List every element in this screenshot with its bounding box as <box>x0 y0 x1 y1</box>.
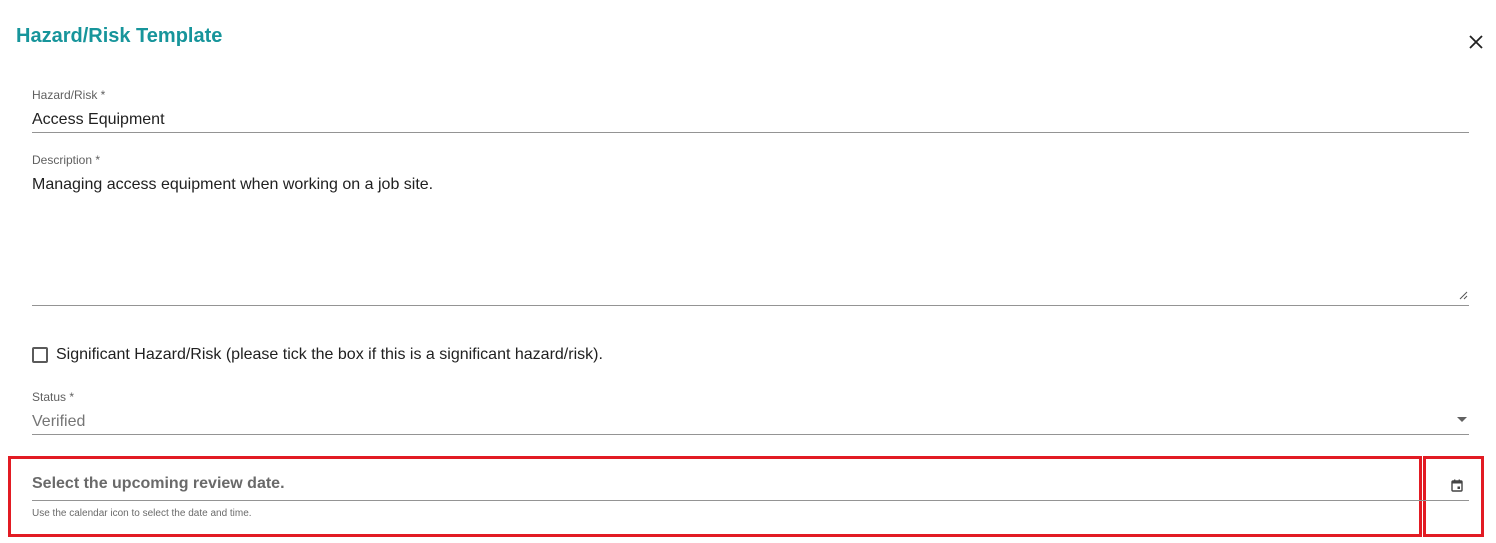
significant-checkbox-row[interactable]: Significant Hazard/Risk (please tick the… <box>32 345 603 365</box>
resize-handle-icon[interactable] <box>1458 290 1468 300</box>
dialog-title: Hazard/Risk Template <box>16 25 223 47</box>
description-underline <box>32 305 1469 306</box>
significant-checkbox[interactable] <box>32 347 48 363</box>
close-button[interactable] <box>1462 28 1490 56</box>
description-field[interactable]: Description * Managing access equipment … <box>32 153 1469 307</box>
calendar-highlight <box>1423 456 1484 537</box>
hazard-risk-label: Hazard/Risk * <box>32 88 106 102</box>
status-select[interactable]: Verified <box>32 413 86 430</box>
review-date-hint: Use the calendar icon to select the date… <box>32 508 252 519</box>
description-textarea[interactable]: Managing access equipment when working o… <box>32 176 434 193</box>
status-field[interactable]: Status * Verified <box>32 390 1469 436</box>
chevron-down-icon[interactable] <box>1457 417 1467 422</box>
description-label: Description * <box>32 153 101 167</box>
status-label: Status * <box>32 390 75 404</box>
review-date-underline <box>32 500 1469 501</box>
hazard-risk-underline <box>32 132 1469 133</box>
calendar-button[interactable] <box>1450 478 1464 492</box>
review-date-highlight <box>8 456 1422 537</box>
hazard-risk-field[interactable]: Hazard/Risk * Access Equipment <box>32 88 1469 134</box>
close-icon <box>1469 35 1483 49</box>
status-underline <box>32 434 1469 435</box>
significant-checkbox-label[interactable]: Significant Hazard/Risk (please tick the… <box>56 346 603 363</box>
review-date-field[interactable]: Select the upcoming review date. <box>32 474 1469 504</box>
hazard-risk-input[interactable]: Access Equipment <box>32 111 165 128</box>
review-date-input[interactable]: Select the upcoming review date. <box>32 475 285 492</box>
calendar-icon <box>1451 479 1463 492</box>
